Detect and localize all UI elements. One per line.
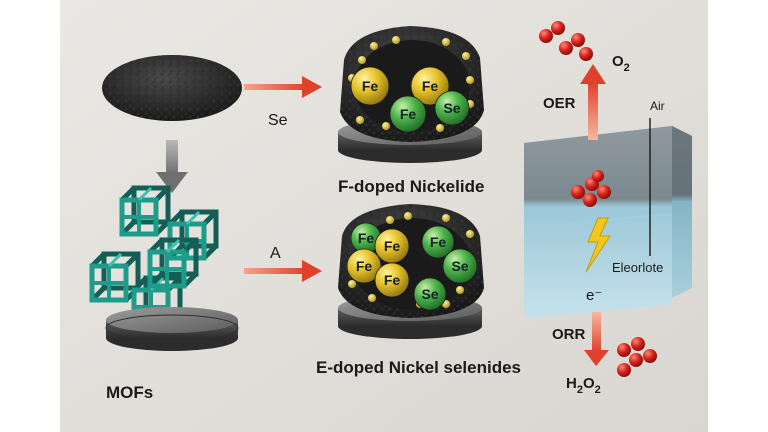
oxygen-atom: [597, 185, 611, 199]
element-sphere-label: Se: [443, 100, 460, 116]
element-sphere-label: Fe: [400, 106, 417, 122]
element-sphere: Fe: [350, 66, 390, 106]
oxygen-atom: [643, 349, 657, 363]
element-sphere: Se: [442, 248, 478, 284]
o2-label: O2: [612, 53, 630, 74]
dopant-dot: [348, 280, 356, 288]
dopant-dot: [436, 124, 444, 132]
dopant-dot: [404, 212, 412, 220]
air-label: Air: [650, 99, 665, 113]
oxygen-molecules-cell: [571, 170, 611, 207]
orr-label: ORR: [552, 326, 586, 343]
dopant-dot: [382, 122, 390, 130]
element-sphere: Fe: [374, 262, 410, 298]
element-sphere-label: Fe: [358, 230, 375, 246]
element-sphere-label: Se: [451, 258, 468, 274]
oxygen-atom: [579, 47, 593, 61]
se-arrow: [244, 76, 322, 98]
oxygen-atom: [571, 33, 585, 47]
mof-cube: [147, 237, 199, 289]
oer-arrow: [580, 64, 606, 140]
mof-cube: [89, 251, 141, 303]
oxygen-atom: [592, 170, 604, 182]
element-sphere: Fe: [421, 225, 455, 259]
dopant-dot: [466, 230, 474, 238]
dopant-dot: [442, 38, 450, 46]
dopant-dot: [466, 76, 474, 84]
peroxide-molecules-bottom: [617, 337, 657, 377]
oxygen-atom: [617, 343, 631, 357]
e-doped-label: E-doped Nickel selenides: [316, 358, 521, 377]
element-sphere: Fe: [410, 66, 450, 106]
element-sphere-label: Fe: [422, 78, 439, 94]
dopant-dot: [370, 42, 378, 50]
oxygen-atom: [629, 353, 643, 367]
element-sphere-label: Fe: [356, 258, 373, 274]
oxygen-molecules-top: [539, 21, 593, 61]
mof-disk: [105, 307, 239, 351]
element-sphere: Se: [413, 277, 447, 311]
mofs-label: MOFs: [106, 383, 153, 402]
oxygen-atom: [571, 185, 585, 199]
element-sphere-label: Se: [421, 286, 438, 302]
dopant-dot: [456, 286, 464, 294]
precursor-blob: [102, 55, 242, 121]
a-arrow: [244, 260, 322, 282]
oxygen-atom: [617, 363, 631, 377]
mof-cubes: [89, 185, 219, 327]
dopant-dot: [442, 214, 450, 222]
element-sphere-label: Fe: [384, 272, 401, 288]
lightning-icon: [585, 217, 611, 273]
electrolyte-label: Eleorlote: [612, 260, 663, 275]
se-arrow-label: Se: [268, 112, 288, 129]
dopant-dot: [462, 52, 470, 60]
oxygen-atom: [539, 29, 553, 43]
element-sphere: Fe: [350, 222, 382, 254]
dopant-dot: [386, 216, 394, 224]
oxygen-atom: [559, 41, 573, 55]
oxygen-atom: [631, 337, 645, 351]
dopant-dot: [356, 116, 364, 124]
element-sphere: Fe: [346, 248, 382, 284]
element-sphere: Fe: [374, 228, 410, 264]
oer-label: OER: [543, 95, 576, 112]
element-sphere-label: Fe: [362, 78, 379, 94]
h2o2-label: H2O2: [566, 375, 601, 396]
dopant-dot: [368, 294, 376, 302]
element-sphere-label: Fe: [430, 234, 447, 250]
element-sphere-label: Fe: [384, 238, 401, 254]
electron-label: e⁻: [586, 287, 602, 304]
oxygen-atom: [583, 193, 597, 207]
dopant-dot: [392, 36, 400, 44]
orr-arrow: [584, 312, 609, 366]
f-doped-label: F-doped Nickelide: [338, 177, 484, 196]
oxygen-atom: [551, 21, 565, 35]
element-sphere: Se: [434, 90, 470, 126]
element-sphere: Fe: [389, 95, 427, 133]
dopant-dot: [358, 56, 366, 64]
mof-cube: [119, 185, 171, 237]
gray-down-arrow: [156, 140, 188, 193]
a-arrow-label: A: [270, 245, 281, 262]
